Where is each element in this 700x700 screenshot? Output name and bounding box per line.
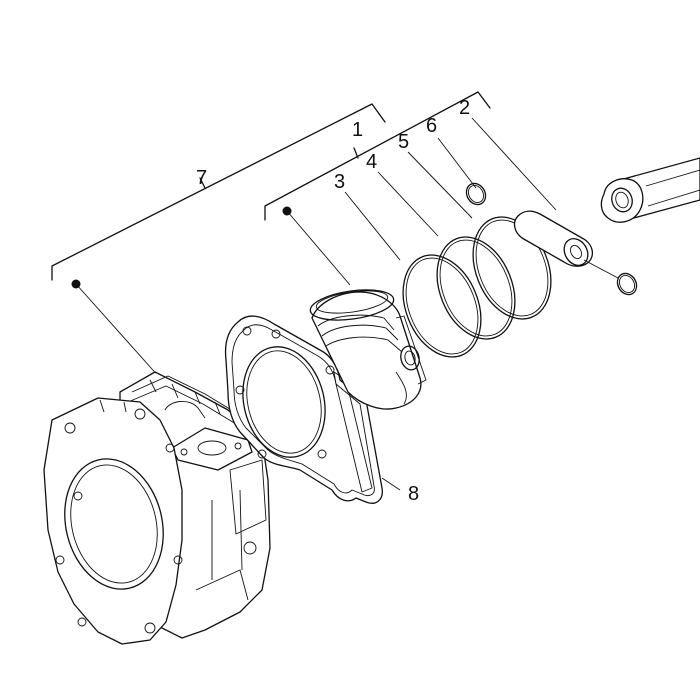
label-5: 5 — [398, 131, 409, 153]
piston-ring-3 — [402, 254, 482, 358]
cylinder-block — [43, 371, 271, 645]
circlips — [465, 182, 638, 296]
label-1: 1 — [352, 119, 363, 141]
label-3: 3 — [334, 171, 345, 193]
piston — [309, 289, 427, 410]
leader-lines — [344, 117, 557, 491]
circlip-bottom — [616, 272, 638, 296]
circlip-top — [465, 182, 487, 206]
callout-labels: 1 2 3 4 5 6 7 8 — [196, 97, 470, 505]
piston-pin — [513, 210, 593, 267]
piston-rings — [402, 216, 552, 358]
label-2: 2 — [459, 97, 470, 119]
label-4: 4 — [366, 151, 377, 173]
connecting-rod — [600, 157, 700, 223]
label-7: 7 — [196, 167, 207, 189]
bracket-1 — [264, 91, 491, 286]
cylinder-gasket — [224, 315, 383, 504]
piston-ring-4 — [436, 236, 516, 340]
label-8: 8 — [408, 483, 419, 505]
bracket-7 — [51, 103, 386, 379]
piston-ring-5 — [472, 216, 552, 320]
label-6: 6 — [426, 115, 437, 137]
